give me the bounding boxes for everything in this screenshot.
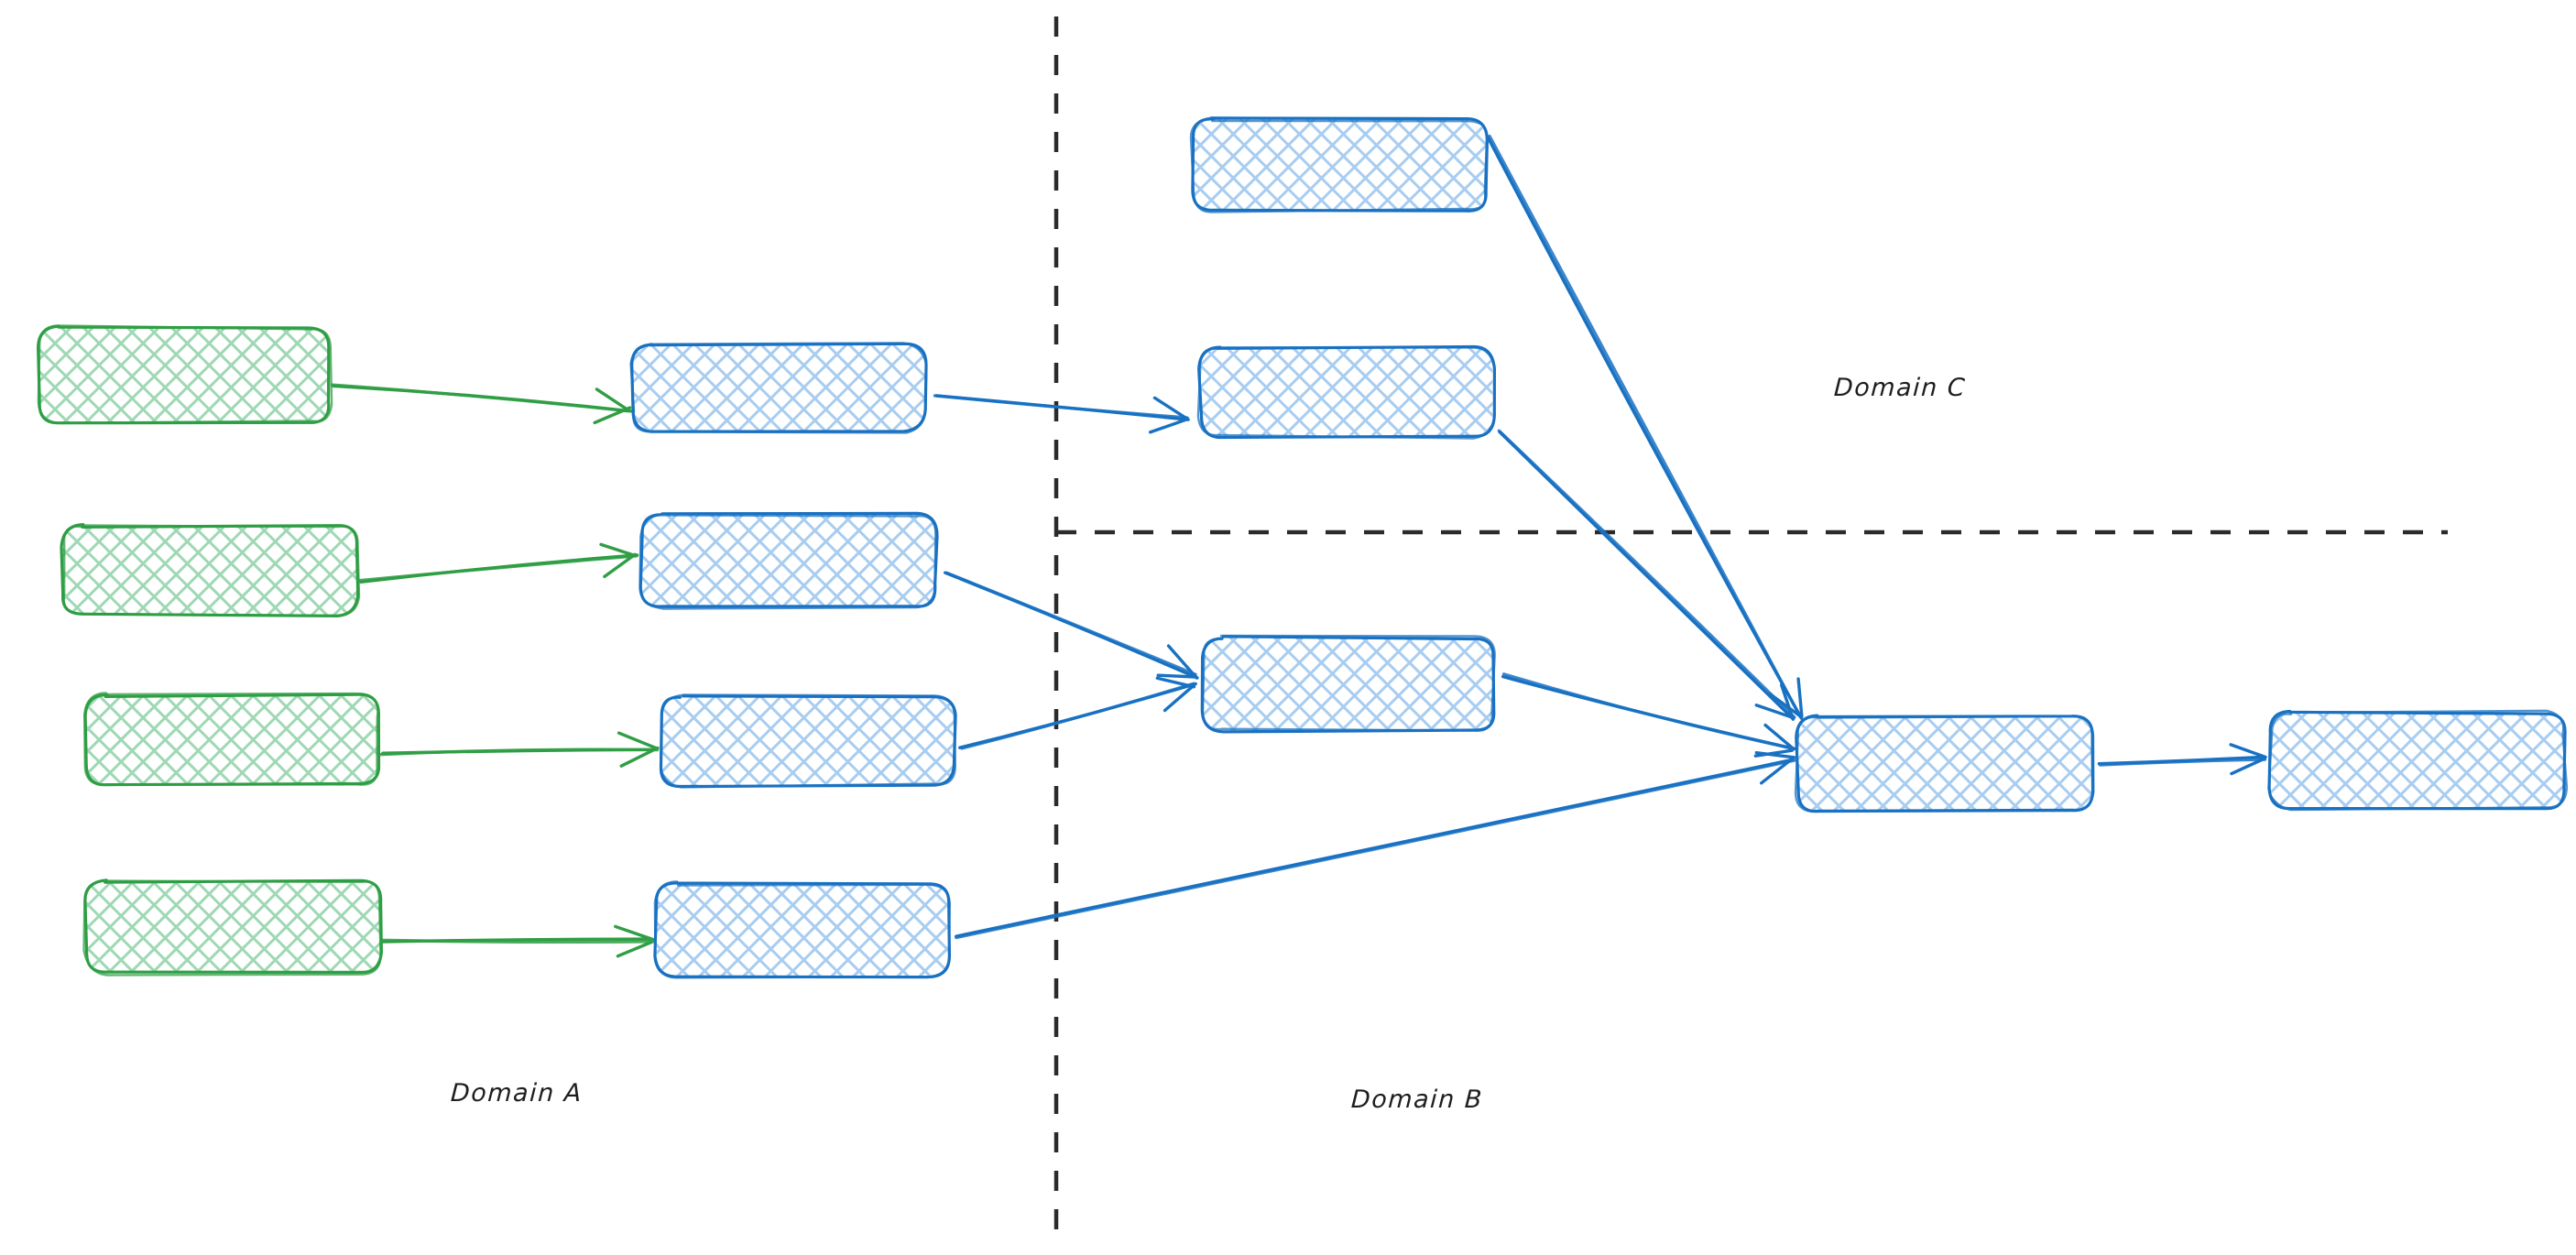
edge-b2-hub — [1497, 429, 1796, 721]
blue-node-a4[interactable] — [653, 880, 952, 979]
edge-a1-b2 — [933, 394, 1190, 434]
blue-node-b3[interactable] — [1200, 634, 1496, 734]
green-node-3[interactable] — [83, 692, 381, 787]
domain-c-label: Domain C — [1833, 374, 1968, 402]
edge-a3-b3 — [958, 676, 1197, 750]
nodes-layer — [37, 116, 2569, 979]
green-node-1[interactable] — [37, 324, 333, 425]
edge-a4-hub — [955, 750, 1796, 940]
edge-g2-a2 — [356, 542, 639, 584]
edge-g3-a3 — [378, 731, 660, 768]
green-node-4[interactable] — [82, 878, 383, 977]
green-node-2[interactable] — [60, 523, 361, 617]
blue-node-a3[interactable] — [659, 693, 957, 789]
blue-node-a2[interactable] — [639, 511, 939, 610]
edges-layer — [330, 134, 2267, 958]
blue-node-b1[interactable] — [1189, 116, 1489, 213]
edge-b1-hub — [1485, 134, 1804, 720]
edge-a2-b3 — [943, 571, 1199, 680]
edge-hub-out — [2097, 743, 2267, 776]
blue-node-a1[interactable] — [629, 342, 928, 434]
domain-b-label: Domain B — [1350, 1086, 1484, 1114]
edge-g1-a1 — [330, 383, 632, 425]
edge-b3-hub — [1501, 672, 1796, 758]
edge-g4-a4 — [380, 924, 656, 958]
blue-node-out[interactable] — [2267, 709, 2569, 812]
blue-node-b2[interactable] — [1196, 344, 1496, 440]
domain-dividers — [1053, 16, 2448, 1239]
domain-a-label: Domain A — [450, 1079, 584, 1108]
blue-node-hub[interactable] — [1794, 714, 2095, 813]
